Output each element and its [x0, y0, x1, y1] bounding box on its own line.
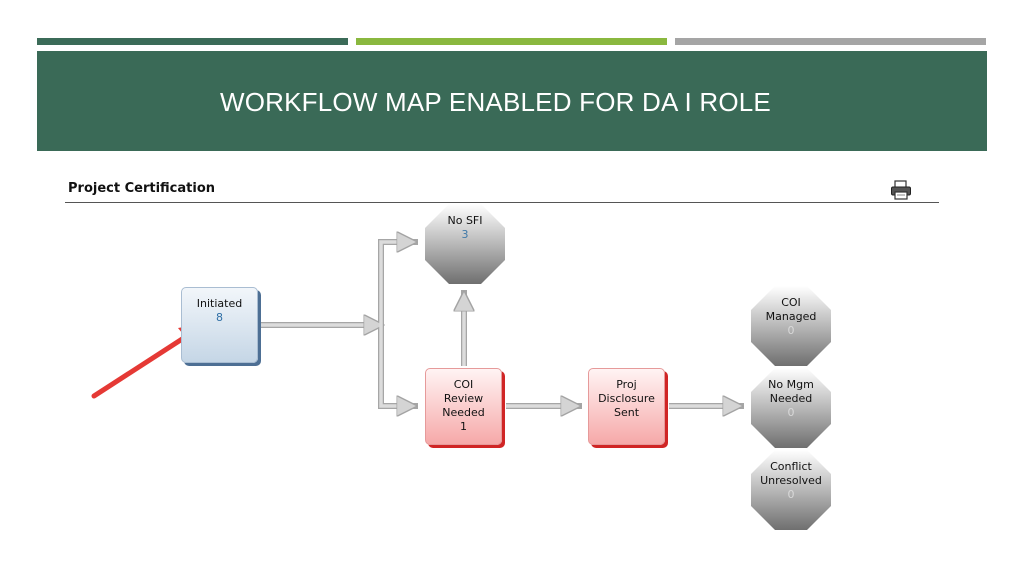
node-initiated-label: Initiated [196, 297, 243, 310]
node-proj-disclosure-label: Proj Disclosure Sent [598, 378, 655, 419]
node-coi-review-label: COI Review Needed [442, 378, 485, 419]
node-no-sfi-label: No SFI [447, 214, 483, 227]
accent-bar-light-green [356, 38, 667, 45]
node-initiated[interactable]: Initiated 8 [181, 287, 258, 363]
section-divider [65, 202, 939, 203]
node-proj-disclosure-sent[interactable]: Proj Disclosure Sent [588, 368, 665, 445]
slide-title: WORKFLOW MAP ENABLED FOR DA I ROLE [220, 87, 771, 117]
connector-to-no-sfi [378, 239, 418, 325]
node-conflict-count[interactable]: 0 [787, 488, 795, 501]
node-no-sfi[interactable]: No SFI 3 [425, 204, 505, 284]
node-initiated-count[interactable]: 8 [216, 311, 223, 324]
accent-bar-dark-green [37, 38, 348, 45]
node-coi-managed-label: COI Managed [765, 296, 817, 323]
node-no-sfi-count[interactable]: 3 [461, 228, 469, 241]
connector-to-coi-review [378, 325, 418, 409]
accent-bar-gray [675, 38, 986, 45]
section-title: Project Certification [68, 181, 215, 196]
title-banner: WORKFLOW MAP ENABLED FOR DA I ROLE [37, 51, 987, 151]
node-coi-review-count[interactable]: 1 [460, 420, 467, 433]
node-no-mgm-label: No Mgm Needed [768, 378, 814, 405]
node-no-mgm-needed[interactable]: No Mgm Needed 0 [751, 368, 831, 448]
node-coi-managed[interactable]: COI Managed 0 [751, 286, 831, 366]
node-coi-review-needed[interactable]: COI Review Needed 1 [425, 368, 502, 445]
node-conflict-unresolved[interactable]: Conflict Unresolved 0 [751, 450, 831, 530]
node-no-mgm-count[interactable]: 0 [787, 406, 795, 419]
node-coi-managed-count[interactable]: 0 [787, 324, 795, 337]
node-conflict-label: Conflict Unresolved [760, 460, 822, 487]
printer-icon[interactable] [890, 180, 912, 200]
